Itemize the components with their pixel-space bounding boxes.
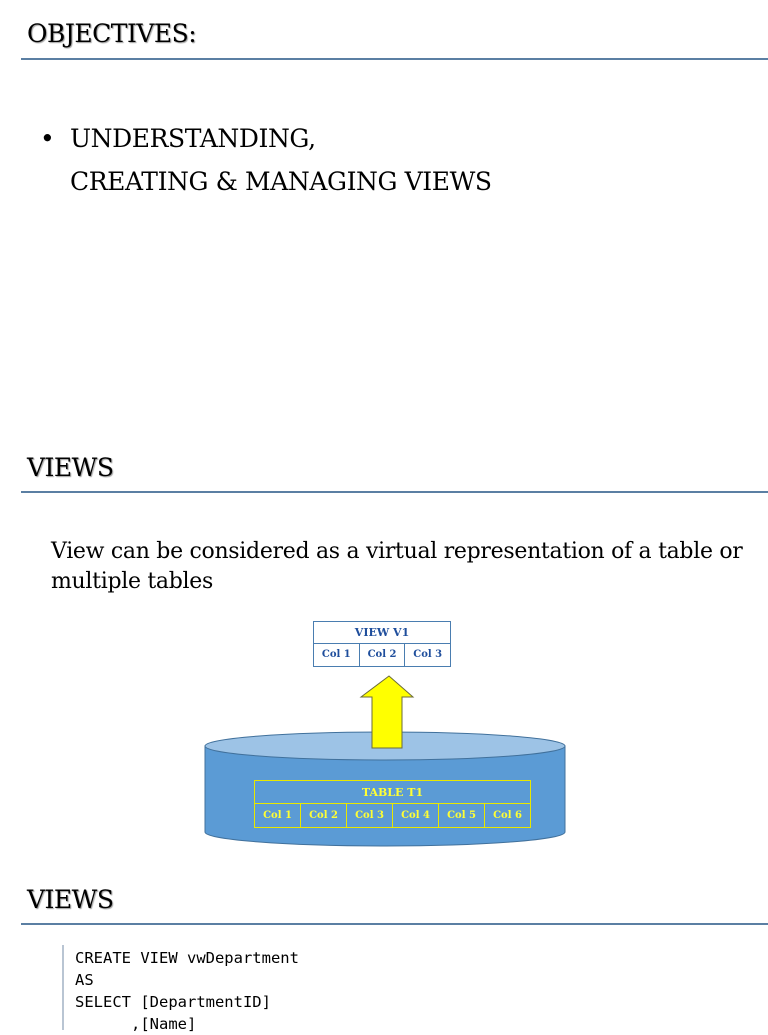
views-heading: VIEWS	[27, 453, 114, 482]
objective-line-1: UNDERSTANDING,	[70, 124, 316, 153]
code-line: CREATE VIEW vwDepartment	[75, 949, 299, 967]
heading-divider	[21, 58, 768, 60]
views-code-heading: VIEWS	[27, 885, 114, 914]
view-v1-box: VIEW V1 Col 1 Col 2 Col 3	[313, 621, 451, 667]
views-description: View can be considered as a virtual repr…	[51, 539, 743, 594]
heading-divider	[21, 923, 768, 925]
table-column: Col 4	[393, 804, 439, 827]
up-arrow-icon	[359, 675, 415, 749]
objective-line-2: CREATING & MANAGING VIEWS	[70, 167, 492, 196]
table-column: Col 1	[255, 804, 301, 827]
table-column: Col 6	[493, 810, 522, 821]
bullet-marker: •	[40, 124, 55, 153]
view-column: Col 2	[360, 644, 406, 666]
table-column: Col 5	[439, 804, 485, 827]
view-column: Col 1	[314, 644, 360, 666]
table-t1-box: TABLE T1 Col 1 Col 2 Col 3 Col 4 Col 5 C…	[254, 780, 531, 828]
table-column: Col 2	[301, 804, 347, 827]
code-line: ,[Name]	[75, 1015, 197, 1033]
code-block-border	[62, 945, 64, 1030]
code-block: CREATE VIEW vwDepartment AS SELECT [Depa…	[75, 947, 299, 1035]
code-line: SELECT [DepartmentID]	[75, 993, 271, 1011]
objectives-heading: OBJECTIVES:	[27, 19, 197, 48]
code-line: AS	[75, 971, 94, 989]
table-t1-title: TABLE T1	[255, 781, 530, 804]
table-column: Col 3	[347, 804, 393, 827]
table-cylinder-body	[204, 745, 566, 847]
heading-divider	[21, 491, 768, 493]
view-v1-title: VIEW V1	[314, 622, 450, 644]
view-column: Col 3	[413, 649, 443, 660]
